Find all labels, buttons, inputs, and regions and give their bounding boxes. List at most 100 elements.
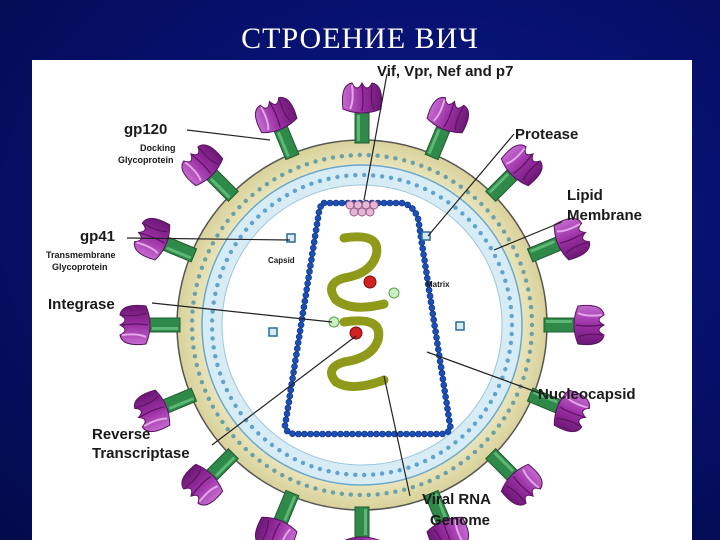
capsid-protein-bead [412, 210, 420, 217]
matrix-protein-dot [284, 452, 290, 458]
capsid-protein-bead [442, 393, 449, 401]
matrix-protein-dot [269, 202, 275, 208]
matrix-protein-dot [460, 211, 465, 216]
capsid-protein-bead [438, 369, 446, 377]
matrix-protein-dot [478, 414, 483, 419]
matrix-protein-dot [224, 257, 230, 263]
matrix-protein-dot [507, 296, 512, 301]
matrix-protein-dot [280, 172, 285, 178]
matrix-protein-dot [288, 168, 293, 174]
capsid-protein-bead [300, 303, 308, 311]
label-transcriptase: Transcriptase [92, 445, 190, 462]
capsid-protein-bead [325, 430, 332, 438]
matrix-protein-dot [330, 155, 336, 160]
matrix-protein-dot [203, 388, 208, 393]
matrix-protein-dot [528, 304, 534, 310]
matrix-protein-dot [523, 367, 529, 372]
capsid-protein-bead [361, 430, 368, 438]
matrix-protein-dot [243, 227, 249, 232]
matrix-protein-dot [300, 184, 306, 190]
capsid-protein-bead [307, 262, 314, 269]
matrix-protein-dot [419, 482, 424, 487]
matrix-protein-dot [506, 237, 511, 242]
matrix-protein-dot [529, 331, 534, 337]
matrix-protein-dot [344, 173, 349, 178]
matrix-protein-dot [189, 327, 195, 332]
capsid-protein-bead [291, 363, 298, 370]
matrix-protein-dot [465, 189, 471, 195]
matrix-protein-dot [304, 162, 310, 167]
capsid-protein-bead [432, 328, 439, 335]
capsid-protein-bead [439, 430, 446, 438]
capsid-protein-bead [379, 430, 386, 438]
matrix-protein-dot [528, 340, 534, 346]
capsid-protein-bead [430, 316, 438, 324]
matrix-protein-dot [217, 274, 223, 279]
capsid-protein-bead [423, 269, 430, 276]
matrix-protein-dot [466, 217, 472, 222]
matrix-protein-dot [277, 448, 282, 453]
matrix-protein-dot [353, 173, 358, 178]
protease-molecule [421, 231, 431, 241]
capsid-protein-bead [310, 238, 318, 246]
matrix-protein-dot [191, 345, 196, 350]
matrix-protein-dot [238, 234, 243, 239]
label-gp41-transmembrane: Transmembrane [46, 250, 116, 260]
matrix-protein-dot [501, 416, 507, 421]
capsid-protein-bead [309, 244, 317, 252]
matrix-protein-dot [366, 152, 371, 158]
matrix-protein-dot [194, 362, 199, 368]
matrix-protein-dot [335, 174, 340, 180]
matrix-protein-dot [249, 424, 255, 430]
rna-strand-2 [327, 316, 389, 391]
matrix-protein-dot [460, 434, 465, 439]
matrix-protein-dot [257, 187, 262, 192]
capsid-protein-bead [355, 430, 362, 438]
label-nucleocapsid: Nucleocapsid [538, 386, 636, 403]
matrix-protein-dot [192, 354, 198, 359]
matrix-protein-dot [209, 318, 215, 323]
matrix-protein-dot [280, 472, 285, 478]
capsid-protein-bead [317, 203, 324, 210]
capsid-protein-bead [431, 322, 438, 330]
matrix-protein-dot [511, 245, 516, 250]
matrix-protein-dot [348, 153, 353, 158]
matrix-protein-dot [388, 175, 394, 180]
matrix-protein-dot [256, 214, 261, 219]
capsid-protein-bead [338, 199, 346, 207]
capsid-protein-bead [436, 357, 444, 365]
matrix-protein-dot [220, 225, 225, 231]
protease-molecule [268, 327, 278, 337]
capsid-protein-bead [314, 215, 322, 222]
capsid-protein-bead [445, 411, 452, 418]
capsid-protein-bead [287, 386, 295, 394]
matrix-protein-dot [422, 186, 428, 192]
matrix-protein-dot [339, 154, 345, 159]
matrix-protein-dot [362, 472, 367, 478]
matrix-protein-dot [379, 174, 385, 179]
matrix-protein-dot [402, 487, 407, 492]
matrix-protein-dot [206, 396, 211, 401]
matrix-protein-dot [288, 476, 293, 482]
matrix-protein-dot [272, 468, 277, 473]
label-capsid: Capsid [268, 256, 295, 265]
capsid-protein-bead [286, 392, 294, 400]
matrix-protein-dot [269, 442, 275, 448]
matrix-protein-dot [313, 486, 318, 491]
matrix-protein-dot [483, 238, 489, 243]
capsid-protein-bead [308, 250, 316, 258]
matrix-protein-dot [384, 154, 389, 159]
matrix-protein-dot [506, 408, 511, 413]
matrix-protein-dot [262, 208, 268, 213]
matrix-protein-dot [209, 327, 215, 332]
matrix-protein-dot [427, 478, 432, 484]
capsid-protein-bead [293, 351, 300, 358]
matrix-protein-dot [509, 313, 514, 319]
label-gp41-glycoprotein: Glycoprotein [52, 262, 108, 272]
capsid-protein-bead [386, 199, 394, 207]
matrix-protein-dot [221, 379, 226, 385]
matrix-protein-dot [523, 278, 529, 283]
capsid-beads [281, 199, 454, 438]
matrix-protein-dot [526, 287, 531, 292]
matrix-protein-dot [491, 215, 496, 220]
